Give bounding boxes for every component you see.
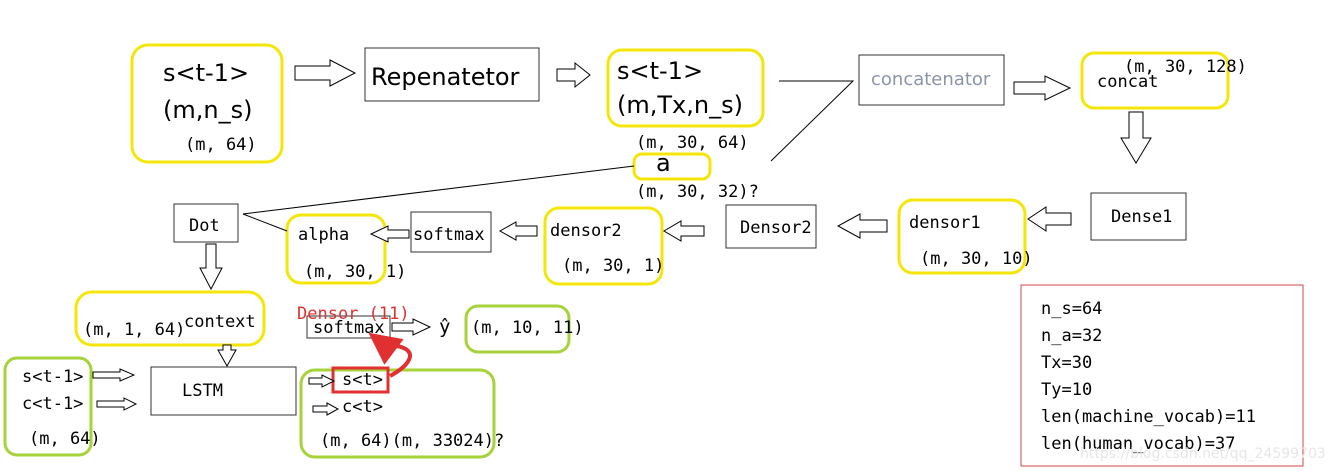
context-group: [74, 290, 266, 347]
densor2-shape: (m, 30, 1): [562, 256, 665, 276]
s-repeated-group: [606, 48, 765, 128]
s-prev-shape: (m, 64): [185, 135, 257, 155]
y-hat-label: ŷ: [439, 316, 451, 338]
alpha-shape: (m, 30, 1): [304, 262, 407, 282]
s-prev-label: s<t-1>: [163, 59, 250, 87]
lstm-c-prev-label: c<t-1>: [22, 394, 84, 414]
param-line: len(human_vocab)=37: [1041, 434, 1236, 454]
arrow-softmax-to-y-hat: [391, 318, 432, 336]
concatenator-box: [858, 54, 1005, 106]
arrow-c-prev-to-lstm: [96, 397, 138, 411]
lstm-c-t-label: c<t>: [342, 397, 383, 417]
param-line: Tx=30: [1041, 353, 1093, 373]
lstm-inputs-group: [3, 356, 93, 457]
s-prev-group: [130, 43, 284, 164]
arrow-concat-to-dense1: [1120, 111, 1152, 164]
lstm-box: [150, 366, 297, 416]
dot-label: Dot: [189, 216, 220, 236]
concat-group: [1080, 51, 1230, 110]
s-repeated-dims: (m,Tx,n_s): [617, 91, 743, 119]
param-line: n_s=64: [1041, 299, 1103, 319]
arrow-lstm-to-c-t: [312, 402, 340, 416]
s-prev-dims: (m,n_s): [163, 96, 253, 124]
dot-box: [173, 203, 239, 243]
softmax-attn-label: softmax: [413, 225, 485, 245]
lstm-outputs-shape: (m, 64)(m, 33024)?: [320, 431, 505, 451]
params-box: [1020, 284, 1304, 467]
output-densor-label: Densor (11): [297, 304, 410, 324]
context-label: context: [184, 312, 256, 332]
arrow-s-to-repeater: [294, 59, 357, 87]
red-arrow-s-t-to-softmax: [368, 332, 412, 378]
densor1-label: densor1: [909, 213, 981, 233]
lstm-s-prev-label: s<t-1>: [22, 367, 84, 387]
s-repeated-label: s<t-1>: [617, 57, 704, 85]
densor1-shape: (m, 30, 10): [920, 249, 1033, 269]
repeater-box: [364, 47, 540, 102]
densor1-group: [897, 198, 1027, 275]
y-hat-shape: (m, 10, 11): [471, 318, 584, 338]
arrow-repeater-to-s: [556, 61, 591, 89]
lstm-inputs-shape: (m, 64): [29, 429, 101, 449]
context-shape: (m, 1, 64): [83, 320, 186, 340]
s-repeated-shape: (m, 30, 64): [636, 133, 749, 153]
concatenator-label: concatenator: [871, 69, 991, 90]
a-shape: (m, 30, 32)?: [636, 182, 759, 202]
dense1-label: Dense1: [1111, 207, 1173, 227]
arrow-s-prev-to-lstm: [92, 368, 136, 382]
concat-shape: (m, 30, 128): [1124, 57, 1247, 77]
param-line: Ty=10: [1041, 380, 1093, 400]
arrow-densor2box-to-softmax: [498, 221, 538, 241]
a-label: a: [656, 149, 671, 177]
param-line: len(machine_vocab)=11: [1041, 407, 1256, 427]
dot-input-lines: [242, 165, 635, 232]
lstm-s-t-label: s<t>: [342, 370, 383, 390]
arrow-densor2-to-densor2box: [663, 220, 705, 242]
densor2-node-label: Densor2: [740, 218, 812, 238]
concat-label: concat: [1097, 72, 1159, 92]
densor2-label: densor2: [550, 221, 622, 241]
dense1-box: [1090, 192, 1187, 241]
watermark: https://blog.csdn.net/qq_24599703: [1080, 446, 1326, 462]
repeater-label: Repenatetor: [371, 63, 520, 91]
params-list: n_s=64 n_a=32 Tx=30 Ty=10 len(machine_vo…: [1041, 296, 1256, 458]
arrow-context-to-lstm: [217, 344, 237, 368]
softmax-out-box: [306, 315, 391, 339]
alpha-label: alpha: [298, 225, 350, 245]
lstm-label: LSTM: [182, 381, 223, 401]
a-group: [632, 152, 712, 181]
param-line: n_a=32: [1041, 326, 1103, 346]
densor2-box: [725, 204, 817, 249]
arrow-concatenator-to-concat: [1013, 75, 1072, 101]
concat-input-lines: [770, 80, 855, 162]
arrow-dot-to-context: [199, 243, 223, 291]
arrow-densor1-to-densor2: [836, 213, 888, 239]
densor2-group: [543, 206, 664, 286]
y-hat-group: [464, 304, 571, 354]
softmax-attn-box: [410, 211, 492, 253]
arrow-dense1-to-densor1: [1027, 206, 1072, 232]
alpha-group: [285, 213, 387, 285]
arrow-softmax-to-alpha: [369, 225, 410, 243]
arrow-lstm-to-s-t: [308, 374, 336, 388]
softmax-out-label: softmax: [313, 318, 385, 338]
